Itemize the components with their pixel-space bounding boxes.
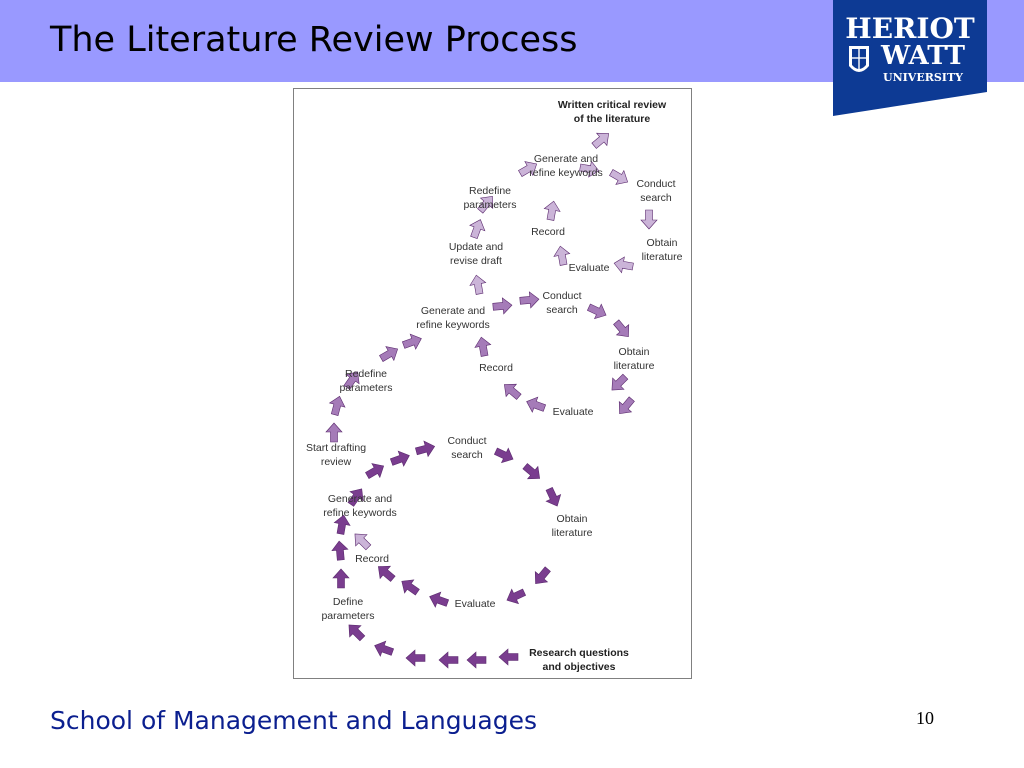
flow-arrow-icon [609,169,629,185]
flow-arrow-icon [469,274,487,295]
flow-arrow-icon [613,256,634,274]
label-research-questions-1: Research questions [529,647,629,659]
flow-arrow-icon [331,540,349,561]
flow-arrow-icon [401,579,420,596]
crest-icon [849,46,869,72]
flow-arrow-icon [438,651,459,669]
flow-arrow-icon [354,533,372,551]
label-define-parameters-1: Define [333,596,364,608]
slide-title: The Literature Review Process [50,20,578,60]
diagram-frame: Research questions and objectives Define… [293,88,692,679]
logo-line2: WATT [880,41,966,71]
flow-arrow-icon [519,291,540,309]
flow-arrow-icon [522,463,541,480]
flow-arrow-icon [347,488,364,507]
flow-arrow-icon [429,591,450,608]
label-obtain-literature-3a: Obtain [647,237,678,249]
label-record-3: Record [531,226,565,238]
label-research-questions-2: and objectives [543,661,616,673]
label-obtain-literature-3b: literature [642,251,683,263]
footer-school-name: School of Management and Languages [50,706,537,735]
flow-arrow-icon [526,396,547,413]
label-generate-keywords-1b: refine keywords [323,507,397,519]
label-define-parameters-2: parameters [321,610,374,622]
label-update-draft-2: revise draft [450,255,502,267]
label-conduct-search-1a: Conduct [447,435,486,447]
flow-arrow-icon [493,447,514,464]
flow-arrow-icon [474,336,492,357]
label-start-drafting-2: review [321,456,352,468]
flow-arrow-icon [640,209,658,230]
label-conduct-search-3b: search [640,192,672,204]
flow-arrow-icon [618,396,635,415]
flow-arrow-icon [379,346,399,362]
flow-arrow-icon [518,161,538,177]
label-generate-keywords-3a: Generate and [534,153,598,165]
logo-line1: HERIOT [845,12,975,45]
label-conduct-search-2b: search [546,304,578,316]
label-start-drafting-1: Start drafting [306,442,366,454]
flow-arrow-icon [325,422,343,443]
logo-background [833,0,987,116]
flow-arrow-icon [591,132,610,149]
flow-arrow-icon [333,514,351,535]
label-obtain-literature-1b: literature [552,527,593,539]
label-conduct-search-2a: Conduct [542,290,581,302]
flow-arrow-icon [469,219,486,240]
flow-arrow-icon [586,303,607,320]
label-generate-keywords-1a: Generate and [328,493,392,505]
label-evaluate-2: Evaluate [553,406,594,418]
label-obtain-literature-2a: Obtain [619,346,650,358]
flow-arrow-icon [492,297,513,315]
flow-arrow-icon [613,319,630,338]
logo-line3: UNIVERSITY [883,71,963,84]
label-evaluate-3: Evaluate [569,262,610,274]
flow-arrow-icon [477,195,494,214]
flow-arrow-icon [534,566,551,585]
literature-review-diagram: Research questions and objectives Define… [306,99,683,673]
labels-layer: Research questions and objectives Define… [306,99,683,673]
label-conduct-search-1b: search [451,449,483,461]
flow-arrow-icon [579,160,600,178]
flow-arrow-icon [611,373,629,391]
flow-arrow-icon [348,624,366,642]
flow-arrow-icon [543,200,561,221]
label-generate-keywords-2b: refine keywords [416,319,490,331]
flow-arrow-icon [553,245,571,266]
label-record-2: Record [479,362,513,374]
label-generate-keywords-2a: Generate and [421,305,485,317]
flow-arrow-icon [401,333,422,350]
label-update-draft-1: Update and [449,241,503,253]
flow-arrow-icon [466,651,487,669]
label-redefine-parameters-3b: parameters [463,199,516,211]
flow-arrow-icon [545,486,562,507]
flow-arrow-icon [498,648,519,666]
flow-arrow-icon [405,649,426,667]
flow-arrow-icon [389,450,410,467]
label-obtain-literature-1a: Obtain [557,513,588,525]
label-redefine-parameters-3a: Redefine [469,185,511,197]
flow-arrow-icon [503,383,522,400]
flow-arrow-icon [328,395,346,416]
label-conduct-search-3a: Conduct [636,178,675,190]
university-logo: HERIOT WATT UNIVERSITY [833,0,987,116]
flow-arrow-icon [365,463,385,479]
flow-arrow-icon [377,565,396,582]
page-number: 10 [916,708,934,728]
label-record-1: Record [355,553,389,565]
flow-arrow-icon [506,588,527,605]
label-written-review-1: Written critical review [558,99,667,111]
flow-arrow-icon [415,440,436,458]
flow-arrow-icon [343,371,360,390]
label-redefine-parameters-2b: parameters [339,382,392,394]
label-evaluate-1: Evaluate [455,598,496,610]
flow-arrow-icon [374,640,395,657]
label-written-review-2: of the literature [574,113,651,125]
label-obtain-literature-2b: literature [614,360,655,372]
label-generate-keywords-3b: refine keywords [529,167,603,179]
label-redefine-parameters-2a: Redefine [345,368,387,380]
flow-arrow-icon [332,568,350,589]
arrows-layer [325,132,658,669]
